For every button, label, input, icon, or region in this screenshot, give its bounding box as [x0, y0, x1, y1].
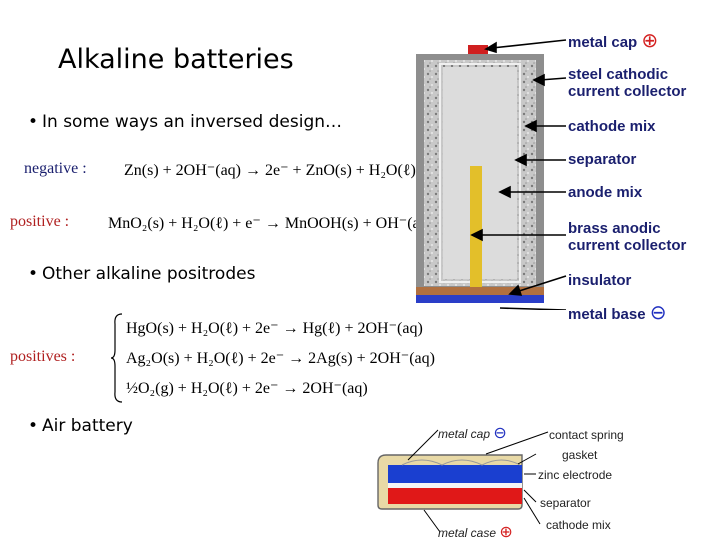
cathode-mix-shape: [388, 488, 522, 504]
brace-icon: [110, 313, 123, 403]
minus-icon: ⊖: [493, 423, 507, 442]
label-steel-collector: steel cathodic current collector: [568, 66, 687, 100]
plus-icon: ⊕: [641, 28, 659, 52]
label-anode-mix: anode mix: [568, 184, 643, 201]
bullet-dot-icon: •: [28, 416, 39, 436]
bullet-text: Air battery: [42, 416, 133, 436]
positives-equation-hgo: HgO(s) + H₂O(ℓ) + 2e⁻ → Hg(ℓ) + 2OH⁻(aq): [126, 320, 423, 337]
air-label-separator: separator: [540, 496, 591, 510]
metal-base-shape: [416, 295, 544, 303]
label-text: metal base: [568, 306, 646, 323]
label-text: metal cap: [438, 427, 491, 441]
label-metal-base: metal base ⊖: [568, 302, 666, 323]
plus-icon: ⊕: [499, 522, 513, 541]
battery-arrows: [470, 39, 567, 310]
alkaline-battery-diagram: [416, 45, 544, 303]
negative-equation: Zn(s) + 2OH⁻(aq) → 2e⁻ + ZnO(s) + H₂O(ℓ): [124, 162, 416, 179]
zinc-electrode-shape: [388, 465, 522, 483]
air-label-metal-cap: metal cap ⊖: [438, 423, 507, 442]
air-battery-diagram: [377, 454, 523, 510]
air-label-metal-case: metal case ⊕: [438, 522, 513, 541]
air-label-zinc-electrode: zinc electrode: [538, 468, 613, 482]
insulator-shape: [416, 287, 544, 295]
label-cathode-mix: cathode mix: [568, 118, 656, 135]
bullet-air-battery: •Air battery: [28, 416, 133, 436]
bullet-other-positrodes: •Other alkaline positrodes: [28, 264, 255, 284]
slide-title: Alkaline batteries: [58, 44, 294, 75]
positives-label: positives :: [10, 348, 76, 365]
separator-shape: [388, 483, 522, 488]
bullet-inversed-design: •In some ways an inversed design…: [28, 112, 342, 132]
air-arrows: [407, 429, 549, 533]
air-label-cathode-mix: cathode mix: [546, 518, 611, 532]
label-metal-cap: metal cap ⊕: [568, 30, 658, 51]
label-text: metal cap: [568, 34, 638, 51]
positives-equation-o2: ½O₂(g) + H₂O(ℓ) + 2e⁻ → 2OH⁻(aq): [126, 380, 368, 397]
air-label-contact-spring: contact spring: [549, 428, 624, 442]
label-separator: separator: [568, 151, 637, 168]
negative-label: negative :: [24, 160, 87, 177]
positives-equation-ag2o: Ag₂O(s) + H₂O(ℓ) + 2e⁻ → 2Ag(s) + 2OH⁻(a…: [126, 350, 435, 367]
label-insulator: insulator: [568, 272, 632, 289]
label-text: metal case: [438, 526, 497, 540]
bullet-text: In some ways an inversed design…: [42, 112, 343, 132]
bullet-dot-icon: •: [28, 112, 39, 132]
positive-equation: MnO₂(s) + H₂O(ℓ) + e⁻ → MnOOH(s) + OH⁻(a…: [108, 215, 433, 232]
metal-cap-shape: [468, 45, 488, 54]
bullet-dot-icon: •: [28, 264, 39, 284]
bullet-text: Other alkaline positrodes: [42, 264, 256, 284]
minus-icon: ⊖: [649, 300, 667, 324]
positive-label: positive :: [10, 213, 70, 230]
label-brass-collector: brass anodic current collector: [568, 220, 687, 254]
air-label-gasket: gasket: [562, 448, 598, 462]
contact-spring-shape: [401, 459, 521, 466]
